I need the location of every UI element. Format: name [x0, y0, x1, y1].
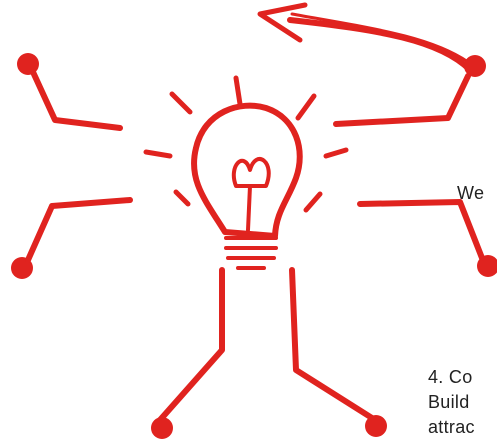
branch-top-left: [17, 53, 120, 128]
branch-bottom-right: [292, 270, 387, 437]
node-dot-bottom-right: [365, 415, 387, 437]
node-dot-bottom-left: [151, 417, 173, 439]
curved-arrow-icon: [260, 5, 470, 70]
label-bottom-right: 4. Co Build attrac: [428, 365, 475, 440]
label-bottom-right-line2: Build: [428, 390, 475, 415]
light-rays: [146, 78, 346, 210]
label-bottom-right-line3: attrac: [428, 415, 475, 440]
label-bottom-right-line1: 4. Co: [428, 365, 475, 390]
branch-left-middle: [11, 200, 130, 279]
label-right-middle: We: [457, 183, 484, 204]
branch-right-middle: [360, 202, 497, 277]
lightbulb-icon: [194, 106, 300, 268]
branch-bottom-left: [151, 270, 222, 439]
